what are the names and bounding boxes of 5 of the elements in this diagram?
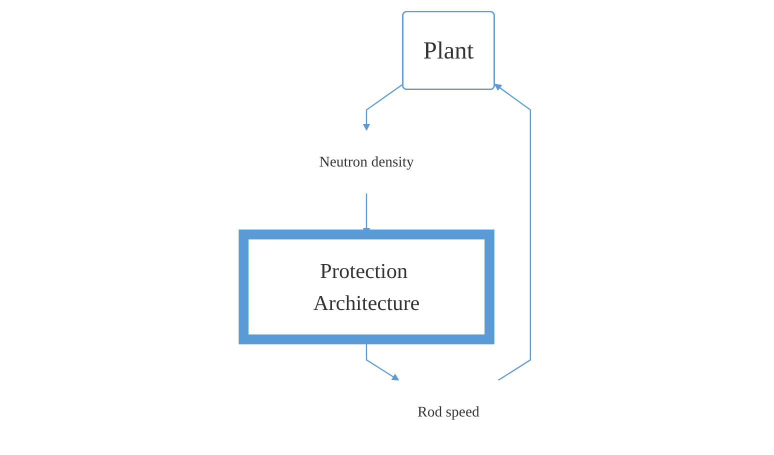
node-box: Protection Architecture	[238, 230, 494, 344]
node-text: Neutron density	[319, 153, 414, 170]
arrow	[362, 84, 404, 131]
node-text: Rod speed	[418, 403, 480, 420]
arrow	[494, 84, 532, 381]
